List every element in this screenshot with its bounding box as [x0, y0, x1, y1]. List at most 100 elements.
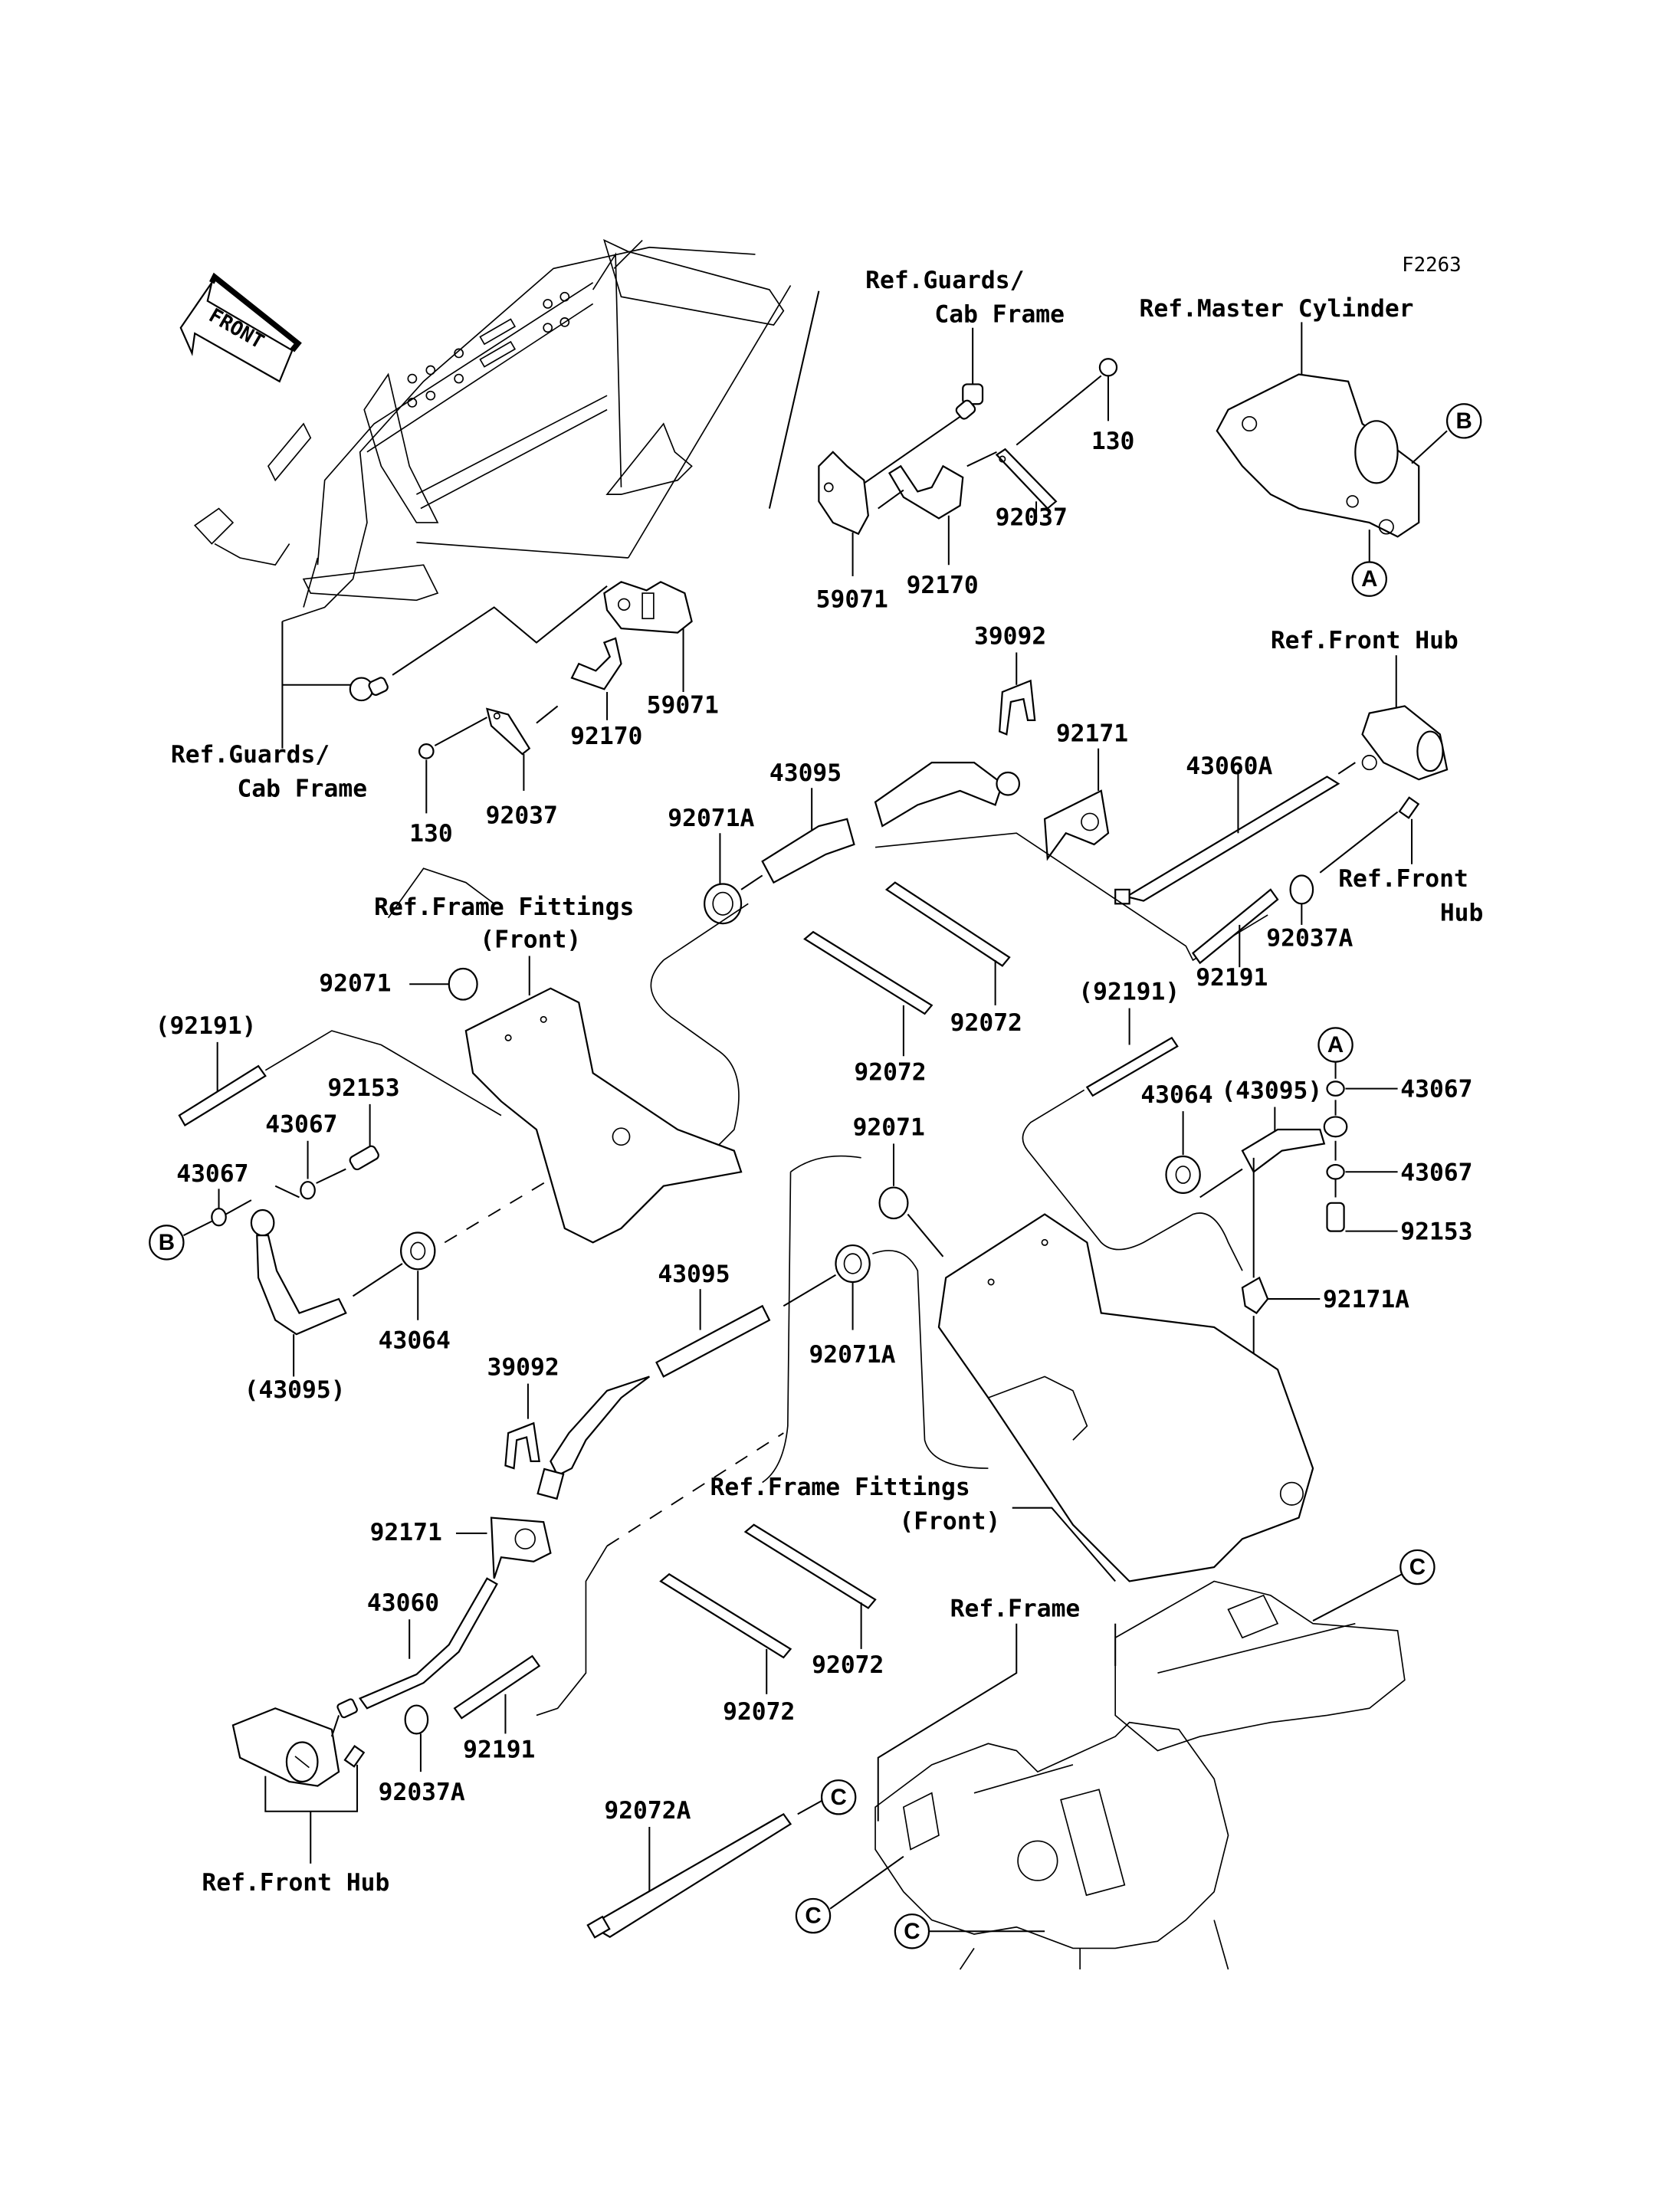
connector-b-left[interactable]: B [149, 1225, 185, 1261]
ref-front-hub-right-line2[interactable]: Hub [1440, 899, 1484, 926]
connector-a-top[interactable]: A [1351, 561, 1387, 597]
part-39092-mid[interactable]: 39092 [487, 1354, 559, 1382]
cable-tie-92072-c[interactable] [743, 1523, 877, 1609]
ref-guards-cab-top-line1[interactable]: Ref.Guards/ [865, 267, 1024, 294]
connector-b-top[interactable]: B [1445, 403, 1482, 439]
part-43095-mid[interactable]: 43095 [658, 1261, 730, 1288]
ref-master-cylinder[interactable]: Ref.Master Cylinder [1140, 295, 1414, 323]
part-92191-paren-left[interactable]: (92191) [156, 1012, 257, 1040]
clamp-92170-top[interactable] [888, 464, 964, 520]
connector-c-frame-bottom[interactable]: C [894, 1913, 930, 1949]
part-43064-left[interactable]: 43064 [379, 1327, 451, 1355]
part-43095-paren-left[interactable]: (43095) [244, 1376, 346, 1404]
bracket-59071-left[interactable] [603, 581, 693, 634]
plate-92037-top[interactable] [995, 448, 1058, 510]
connector-c-frame-left[interactable]: C [795, 1897, 832, 1934]
part-92170-top[interactable]: 92170 [907, 572, 979, 599]
banjo-bolt-92153-left[interactable] [349, 1145, 380, 1171]
part-92191-paren-right[interactable]: (92191) [1078, 979, 1180, 1006]
washer-43067-right-b[interactable] [1326, 1163, 1345, 1180]
part-130-left[interactable]: 130 [409, 820, 453, 848]
part-43064-right[interactable]: 43064 [1140, 1081, 1212, 1109]
part-43067-left-a[interactable]: 43067 [265, 1111, 337, 1139]
ref-front-hub-bottom[interactable]: Ref.Front Hub [202, 1869, 389, 1897]
ref-guards-cab-left-line2[interactable]: Cab Frame [237, 775, 367, 802]
part-130-top[interactable]: 130 [1091, 428, 1135, 455]
hose-43095-mid[interactable] [536, 1304, 771, 1500]
ref-guards-cab-top-line2[interactable]: Cab Frame [934, 300, 1065, 328]
cable-tie-92072A[interactable] [586, 1812, 792, 1939]
hose-43095-left[interactable] [250, 1208, 347, 1336]
sleeve-92191-bottom[interactable] [453, 1654, 541, 1720]
part-92071-left[interactable]: 92071 [319, 970, 391, 998]
part-43060A[interactable]: 43060A [1186, 753, 1272, 780]
grommet-92071-mid[interactable] [878, 1186, 909, 1220]
washer-43067-left-b[interactable] [211, 1208, 227, 1227]
part-92071A-mid[interactable]: 92071A [809, 1341, 895, 1369]
part-92037A-right[interactable]: 92037A [1266, 925, 1353, 953]
washer-43067-right-a[interactable] [1326, 1080, 1345, 1097]
part-92072-c[interactable]: 92072 [812, 1651, 884, 1679]
connector-c-frame-top[interactable]: C [1399, 1549, 1436, 1585]
cable-tie-92072-a[interactable] [884, 881, 1011, 967]
cable-tie-92072-b[interactable] [803, 930, 934, 1015]
part-43067-right-b[interactable]: 43067 [1400, 1159, 1472, 1186]
part-92171A[interactable]: 92171A [1323, 1286, 1409, 1313]
part-92153-right[interactable]: 92153 [1400, 1218, 1472, 1246]
part-92037-left[interactable]: 92037 [486, 802, 558, 829]
part-92170-left[interactable]: 92170 [570, 723, 642, 750]
grommet-92071A-top[interactable] [704, 883, 743, 925]
part-92071A-top[interactable]: 92071A [668, 805, 754, 832]
clip-92037A-bottom[interactable] [404, 1704, 429, 1735]
part-92191-right[interactable]: 92191 [1196, 964, 1268, 992]
bracket-92171-bottom[interactable] [490, 1517, 552, 1579]
grommet-92071A-mid[interactable] [835, 1244, 871, 1284]
part-39092-top[interactable]: 39092 [974, 622, 1046, 650]
grommet-43064-left[interactable] [400, 1231, 436, 1271]
bracket-92171-top[interactable] [1043, 789, 1110, 861]
hose-43095-right[interactable] [1241, 1116, 1348, 1173]
brake-line-43060[interactable] [336, 1577, 498, 1719]
cable-tie-92072-d[interactable] [659, 1572, 792, 1659]
part-43067-left-b[interactable]: 43067 [176, 1160, 248, 1188]
brake-line-43060A[interactable] [1114, 776, 1340, 905]
part-59071-left[interactable]: 59071 [647, 692, 719, 720]
part-92171-bottom[interactable]: 92171 [370, 1519, 442, 1546]
plate-92037-left[interactable] [485, 707, 531, 756]
washer-43067-left-a[interactable] [300, 1181, 316, 1200]
part-92037A-bottom[interactable]: 92037A [379, 1779, 465, 1806]
ref-front-hub-right-line1[interactable]: Ref.Front [1338, 865, 1468, 893]
part-92191-bottom[interactable]: 92191 [463, 1736, 535, 1764]
part-92037-top[interactable]: 92037 [996, 504, 1068, 532]
ref-front-hub-top[interactable]: Ref.Front Hub [1271, 627, 1459, 654]
part-43095-paren-right[interactable]: (43095) [1221, 1077, 1322, 1105]
part-92072-a[interactable]: 92072 [950, 1009, 1022, 1037]
part-43060[interactable]: 43060 [367, 1589, 439, 1617]
part-92072-b[interactable]: 92072 [854, 1059, 926, 1087]
hose-43095-top[interactable] [761, 761, 1021, 884]
connector-c-tie[interactable]: C [820, 1779, 857, 1815]
part-43067-right-a[interactable]: 43067 [1400, 1076, 1472, 1103]
grommet-92071-left[interactable] [448, 967, 478, 1001]
part-92071-mid[interactable]: 92071 [853, 1113, 925, 1141]
part-92153-left[interactable]: 92153 [327, 1074, 399, 1102]
grommet-43064-right[interactable] [1165, 1155, 1201, 1195]
ref-frame-fittings-upper-line1[interactable]: Ref.Frame Fittings [374, 894, 634, 921]
ref-frame-fittings-upper-line2[interactable]: (Front) [480, 926, 581, 953]
banjo-bolt-92153-right[interactable] [1326, 1202, 1345, 1232]
ref-frame[interactable]: Ref.Frame [950, 1595, 1081, 1623]
clip-39092-mid[interactable] [504, 1421, 540, 1470]
clip-92037A-right[interactable] [1289, 874, 1314, 905]
bracket-59071-top[interactable] [818, 451, 869, 536]
sleeve-92191-right[interactable] [1192, 888, 1279, 965]
bolt-130-left[interactable] [418, 743, 435, 759]
sleeve-92191-left[interactable] [178, 1064, 267, 1127]
ref-frame-fittings-lower-line2[interactable]: (Front) [899, 1507, 1000, 1535]
ref-frame-fittings-lower-line1[interactable]: Ref.Frame Fittings [710, 1474, 970, 1501]
clip-92171A[interactable] [1241, 1276, 1269, 1314]
sleeve-92191-right-paren[interactable] [1085, 1036, 1179, 1097]
clip-39092-top[interactable] [998, 679, 1036, 736]
ref-guards-cab-left-line1[interactable]: Ref.Guards/ [171, 741, 330, 769]
part-92072A[interactable]: 92072A [604, 1797, 691, 1825]
part-43095-top[interactable]: 43095 [769, 759, 842, 787]
